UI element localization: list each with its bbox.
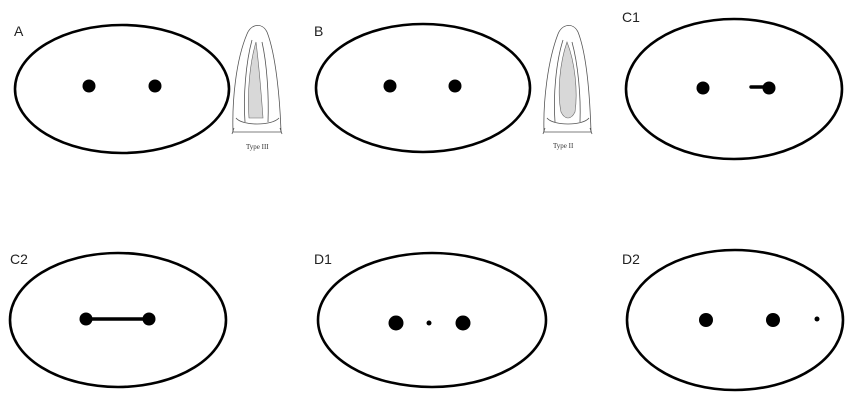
accessory-canal bbox=[427, 321, 432, 326]
canal-orifice bbox=[449, 80, 462, 93]
canal-orifice bbox=[143, 313, 156, 326]
accessory-canal bbox=[815, 317, 820, 322]
canal-orifice bbox=[83, 80, 96, 93]
panel-label-b: B bbox=[314, 23, 323, 39]
panel-d2: D2 bbox=[622, 250, 843, 390]
canal-orifice bbox=[456, 316, 471, 331]
panel-label-a: A bbox=[14, 23, 24, 39]
canal-orifice bbox=[80, 313, 93, 326]
root-cross-section-outline bbox=[15, 25, 229, 153]
tooth-illustration bbox=[543, 25, 592, 134]
tooth-caption: Type II bbox=[553, 142, 574, 150]
panel-b: B Type II bbox=[314, 23, 592, 152]
root-cross-section-outline bbox=[316, 24, 530, 152]
tooth-caption: Type III bbox=[246, 143, 269, 151]
panel-label-d1: D1 bbox=[314, 251, 332, 267]
panel-c2: C2 bbox=[10, 251, 226, 387]
canal-orifice bbox=[697, 82, 710, 95]
root-cross-section-outline bbox=[626, 19, 842, 159]
canal-orifice bbox=[384, 80, 397, 93]
canal-orifice bbox=[699, 313, 713, 327]
panel-a: A Type III bbox=[14, 23, 282, 153]
root-cross-section-outline bbox=[627, 250, 843, 390]
panel-label-c1: C1 bbox=[622, 9, 640, 25]
panel-c1: C1 bbox=[622, 9, 842, 159]
panel-label-c2: C2 bbox=[10, 251, 28, 267]
root-cross-section-outline bbox=[318, 253, 546, 387]
canal-orifice bbox=[149, 80, 162, 93]
panel-label-d2: D2 bbox=[622, 251, 640, 267]
canal-orifice bbox=[763, 82, 776, 95]
tooth-illustration bbox=[232, 25, 282, 134]
panel-d1: D1 bbox=[314, 251, 546, 387]
canal-orifice bbox=[389, 316, 404, 331]
canal-orifice bbox=[766, 313, 780, 327]
